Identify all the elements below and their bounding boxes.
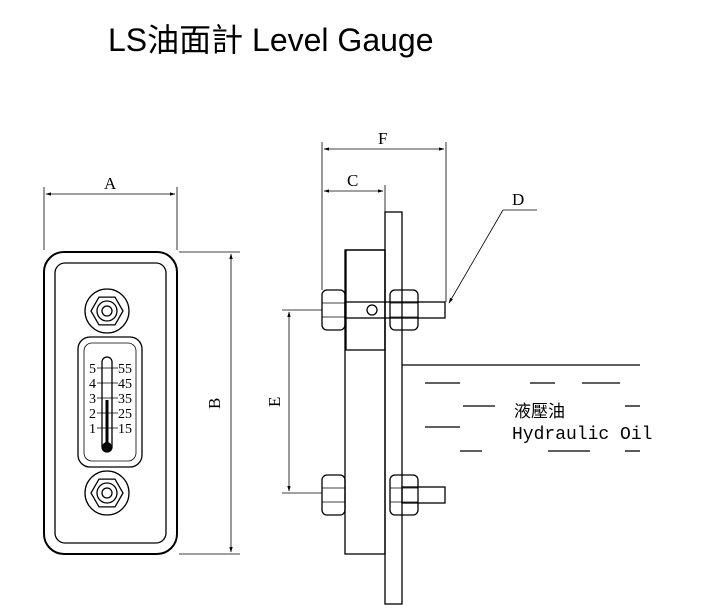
dimension-d: D xyxy=(448,190,537,304)
oil-label-english: Hydraulic Oil xyxy=(512,425,652,445)
sight-window xyxy=(77,336,143,468)
svg-text:E: E xyxy=(265,397,284,407)
dimension-a: A xyxy=(43,174,178,250)
page-title: LS油面計 Level Gauge xyxy=(108,22,434,58)
svg-text:C: C xyxy=(347,171,358,190)
gauge-body-side xyxy=(344,249,386,555)
scale-right-label: 15 xyxy=(118,422,132,437)
scale-right-label: 45 xyxy=(118,377,132,392)
scale-right-label: 25 xyxy=(118,407,132,422)
scale-ticks xyxy=(97,367,118,429)
svg-text:B: B xyxy=(205,398,224,409)
svg-text:D: D xyxy=(512,190,524,209)
scale-left-label: 3 xyxy=(89,392,96,407)
scale-left-label: 4 xyxy=(89,377,96,392)
scale-left-label: 1 xyxy=(89,422,96,437)
dimension-c: C xyxy=(323,171,386,212)
bottom-bolt-side xyxy=(321,474,446,516)
svg-text:F: F xyxy=(378,129,387,148)
svg-text:A: A xyxy=(104,174,117,193)
scale-right-label: 35 xyxy=(118,392,132,407)
scale-right-label: 55 xyxy=(118,362,132,377)
scale-left-label: 5 xyxy=(89,362,96,377)
side-view: 液壓油 Hydraulic Oil F C D E xyxy=(265,129,652,605)
top-bolt-front xyxy=(84,288,130,334)
oil-label-chinese: 液壓油 xyxy=(514,402,565,422)
dimension-b: B xyxy=(179,251,240,555)
gauge-housing xyxy=(43,251,178,555)
front-view: 5 4 3 2 1 55 45 35 25 15 A B xyxy=(43,174,240,555)
top-bolt-side xyxy=(321,289,446,331)
section-block xyxy=(345,249,386,351)
dimension-e: E xyxy=(265,309,322,494)
thermometer-bulb xyxy=(102,442,112,452)
tank-wall xyxy=(384,211,403,605)
sight-window-inner xyxy=(83,342,137,462)
bottom-bolt-front xyxy=(84,470,130,516)
oil-dashes xyxy=(425,382,640,452)
dimension-f: F xyxy=(321,129,447,302)
gauge-housing-inner xyxy=(54,262,167,544)
scale-left-label: 2 xyxy=(89,407,96,422)
